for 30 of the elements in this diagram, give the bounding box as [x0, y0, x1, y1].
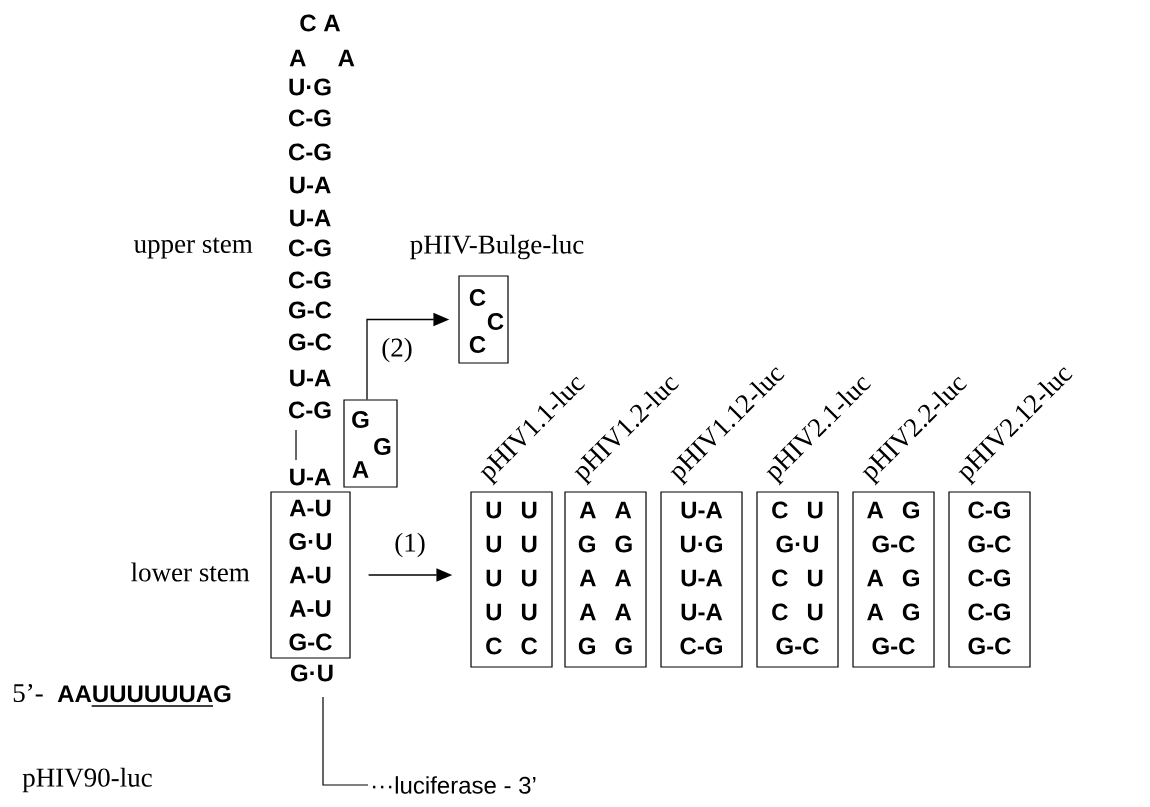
bulge-box: C C C — [458, 275, 509, 364]
strand-label: ···luciferase - 3’ — [373, 776, 536, 794]
loop-bases: A A — [289, 49, 355, 67]
sequence-text: AAUUUUUUAG — [57, 685, 231, 707]
edge-label: (1) — [393, 531, 427, 559]
base-pair: C-G — [289, 239, 331, 257]
base-pair: C-G — [289, 143, 331, 161]
construct-label: pHIV-Bulge-luc — [410, 234, 584, 260]
region-label: upper stem — [133, 237, 253, 259]
sequence-box: U U U U U U U U C C — [470, 491, 553, 668]
sequence-box: U-A U·G U-A U-A C-G — [660, 491, 743, 668]
base-pair: G-C — [289, 301, 332, 319]
sequence-box: A A G G A A A A G G — [564, 491, 647, 668]
stem-box: A-U G·U A-U A-U G-C — [270, 491, 351, 659]
sequence-box: C-G G-C C-G C-G G-C — [948, 491, 1031, 668]
base-pair: U·G — [289, 78, 331, 96]
base-pair: U-A — [290, 209, 331, 227]
region-label: pHIV90-luc — [22, 767, 152, 793]
base-pair: C-G — [289, 271, 331, 289]
base-pair: C A — [300, 14, 340, 32]
base-pair: U-A — [290, 176, 331, 194]
sequence-box: C U G·U C U C U G-C — [756, 491, 839, 668]
edge-label: (2) — [380, 336, 414, 364]
base-pair: G-C — [289, 333, 332, 351]
base-pair: U-A — [290, 468, 331, 486]
base-pair: C-G — [289, 109, 331, 127]
bulge-box: G G A — [343, 399, 398, 488]
region-label: 5’- — [13, 683, 43, 703]
sequence-box: A G G-C A G A G G-C — [852, 491, 935, 668]
base-pair: U-A — [290, 369, 331, 387]
